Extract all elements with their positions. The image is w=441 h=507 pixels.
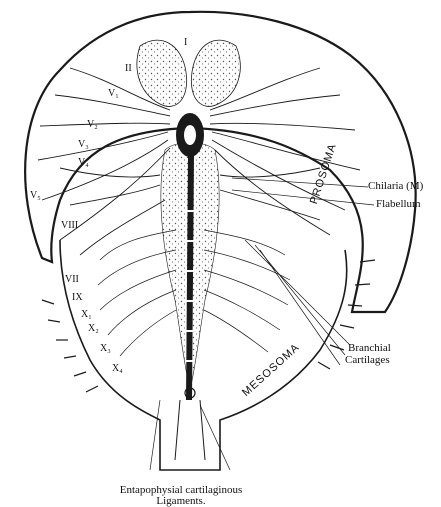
- label-X2: X₂: [88, 324, 99, 334]
- label-VII: VII: [65, 275, 79, 285]
- label-cartilages: Cartilages: [345, 355, 390, 366]
- label-branchial: Branchial: [348, 343, 391, 354]
- label-V4: V₄: [78, 158, 89, 168]
- label-X4: X₄: [112, 364, 123, 374]
- label-IX: IX: [72, 293, 83, 303]
- label-chilaria: Chilaria (M): [368, 181, 423, 192]
- telson-base: [175, 400, 205, 460]
- label-II: II: [125, 64, 132, 74]
- label-V1: V₁: [108, 89, 119, 99]
- label-VIII: VIII: [61, 221, 78, 231]
- label-I: I: [184, 38, 187, 48]
- label-X3: X₃: [100, 344, 111, 354]
- label-X1: X₁: [81, 310, 92, 320]
- label-V3: V₃: [78, 140, 89, 150]
- central-mouth-inner: [184, 125, 196, 145]
- label-V5: V₅: [30, 191, 41, 201]
- label-ligaments: Ligaments.: [0, 496, 362, 507]
- label-V2: V₂: [87, 120, 98, 130]
- stippled-lobe-right: [191, 40, 240, 106]
- appendages-right: [210, 68, 360, 235]
- stippled-lobe-left: [137, 40, 187, 106]
- label-flabellum: Flabellum: [376, 199, 421, 210]
